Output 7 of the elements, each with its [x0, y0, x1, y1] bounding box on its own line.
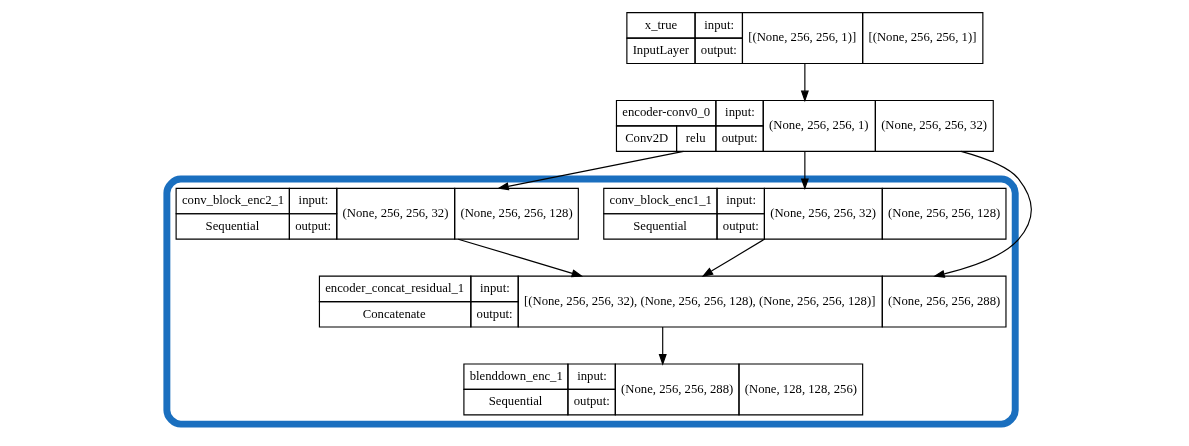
- arrow: [800, 150, 809, 190]
- arrow: [658, 326, 667, 366]
- arrow: [933, 150, 1032, 278]
- arrow: [701, 238, 766, 277]
- arrow: [457, 238, 584, 278]
- arrow: [497, 150, 685, 191]
- arrow: [800, 62, 809, 103]
